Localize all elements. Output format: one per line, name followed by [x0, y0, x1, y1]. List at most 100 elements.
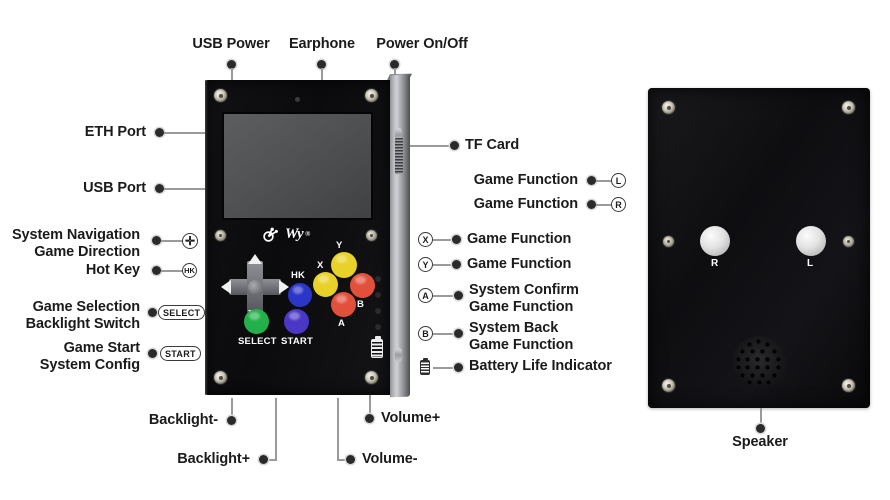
battery-indicator: [371, 336, 383, 358]
callout-label-game-function-x: Game Function: [467, 231, 572, 247]
leader-line-speaker: [760, 408, 762, 426]
callout-label-game-selection: Game Selection Backlight Switch: [25, 299, 141, 332]
callout-dot-power-onoff: [390, 60, 399, 69]
callout-dot-game-function-y: [452, 260, 461, 269]
button-gloss: [355, 276, 366, 284]
leader-line-battery: [433, 367, 455, 369]
battery-icon: [420, 357, 430, 375]
leader-line-volume-plus: [369, 394, 371, 416]
callout-dot-usb-port: [155, 184, 164, 193]
leader-line-game-function-b: [433, 333, 455, 335]
button-x[interactable]: [313, 272, 338, 297]
callout-dot-tf-card: [450, 141, 459, 150]
shoulder-button-l[interactable]: [796, 226, 826, 256]
d-pad-center: [248, 280, 262, 294]
r-key-icon: R: [611, 197, 626, 212]
callout-dot-backlight-plus: [259, 455, 268, 464]
leader-line-backlight-plus-h: [268, 459, 277, 461]
back-device: R L: [648, 88, 870, 408]
callout-dot-game-function-b: [454, 329, 463, 338]
hk-key-icon: HK: [182, 263, 197, 278]
button-a[interactable]: [331, 292, 356, 317]
registered-mark: ®: [305, 230, 310, 238]
callout-label-hot-key: Hot Key: [85, 262, 140, 278]
d-pad[interactable]: [221, 254, 289, 320]
back-screw-mid-left: [663, 236, 674, 247]
front-device: Wy ® HK X: [205, 73, 413, 398]
button-start-label: START: [281, 336, 313, 347]
l-key-icon: L: [611, 173, 626, 188]
leader-line-volume-minus-h: [337, 459, 347, 461]
leader-line-usb-power: [231, 68, 233, 90]
callout-dot-battery: [454, 363, 463, 372]
select-key-icon: SELECT: [158, 305, 206, 320]
button-x-label: X: [317, 260, 324, 271]
back-screw-top-right: [842, 101, 855, 114]
side-button-bottom[interactable]: [395, 347, 402, 363]
arrow-up-icon[interactable]: [248, 254, 262, 264]
back-screw-mid-right: [843, 236, 854, 247]
leader-line-game-function-x: [433, 239, 453, 241]
callout-label-backlight-plus: Backlight+: [177, 451, 250, 467]
callout-dot-speaker: [756, 424, 765, 433]
shoulder-button-l-label: L: [807, 258, 814, 269]
button-b[interactable]: [350, 273, 375, 298]
arrow-right-icon[interactable]: [279, 280, 289, 294]
callout-label-volume-minus: Volume-: [362, 451, 418, 467]
arrow-left-icon[interactable]: [221, 280, 231, 294]
screw-top-right: [365, 89, 378, 102]
screw-mid-left: [215, 230, 226, 241]
tf-card-slot[interactable]: [395, 137, 403, 175]
callout-dot-game-function-x: [452, 235, 461, 244]
button-hk-label: HK: [291, 270, 306, 281]
leader-line-volume-minus-v: [337, 398, 339, 460]
callout-label-usb-power: USB Power: [192, 36, 270, 52]
leader-line-earphone: [321, 68, 323, 90]
callout-dot-usb-power: [227, 60, 236, 69]
button-gloss: [336, 295, 347, 303]
button-gloss: [292, 285, 303, 294]
back-screw-bottom-right: [842, 379, 855, 392]
callout-label-speaker: Speaker: [732, 434, 788, 450]
callout-label-power-onoff: Power On/Off: [376, 36, 468, 52]
button-hk[interactable]: [288, 283, 312, 307]
callout-label-backlight-minus: Backlight-: [148, 412, 218, 428]
face-dot-4: [375, 324, 381, 330]
callout-label-usb-port: USB Port: [83, 180, 146, 196]
shoulder-button-r[interactable]: [700, 226, 730, 256]
button-a-label: A: [338, 318, 346, 329]
callout-dot-hot-key: [152, 266, 161, 275]
y-key-icon: Y: [418, 257, 433, 272]
button-gloss: [249, 312, 260, 320]
waveshare-wordmark: Wy: [285, 225, 304, 242]
leader-line-game-function-y: [433, 264, 453, 266]
lcd-screen[interactable]: [222, 112, 373, 220]
leader-line-hot-key: [161, 270, 183, 272]
callout-dot-system-navigation: [152, 236, 161, 245]
callout-dot-game-start: [148, 349, 157, 358]
button-select[interactable]: [244, 309, 269, 334]
callout-label-volume-plus: Volume+: [381, 410, 441, 426]
callout-label-game-function-y: Game Function: [467, 256, 572, 272]
button-y[interactable]: [331, 252, 357, 278]
screw-bottom-right: [365, 371, 378, 384]
leader-line-tf-card: [409, 145, 451, 147]
dpad-cross-icon: ✛: [182, 233, 198, 249]
callout-dot-game-selection: [148, 308, 157, 317]
leader-line-backlight-minus: [231, 398, 233, 420]
button-b-label: B: [357, 299, 365, 310]
button-start[interactable]: [284, 309, 309, 334]
callout-label-game-function-r: Game Function: [473, 196, 578, 212]
callout-dot-eth-port: [155, 128, 164, 137]
button-gloss: [289, 312, 300, 320]
leader-line-game-function-a: [433, 295, 455, 297]
button-gloss: [318, 275, 329, 283]
shoulder-button-r-label: R: [711, 258, 719, 269]
waveshare-logo: Wy ®: [263, 223, 341, 245]
x-key-icon: X: [418, 232, 433, 247]
callout-label-system-navigation: System Navigation Game Direction: [11, 227, 140, 260]
waveshare-mark-icon: [263, 227, 282, 242]
button-gloss: [336, 255, 348, 264]
callout-label-game-function-a: System Confirm Game Function: [469, 282, 579, 315]
